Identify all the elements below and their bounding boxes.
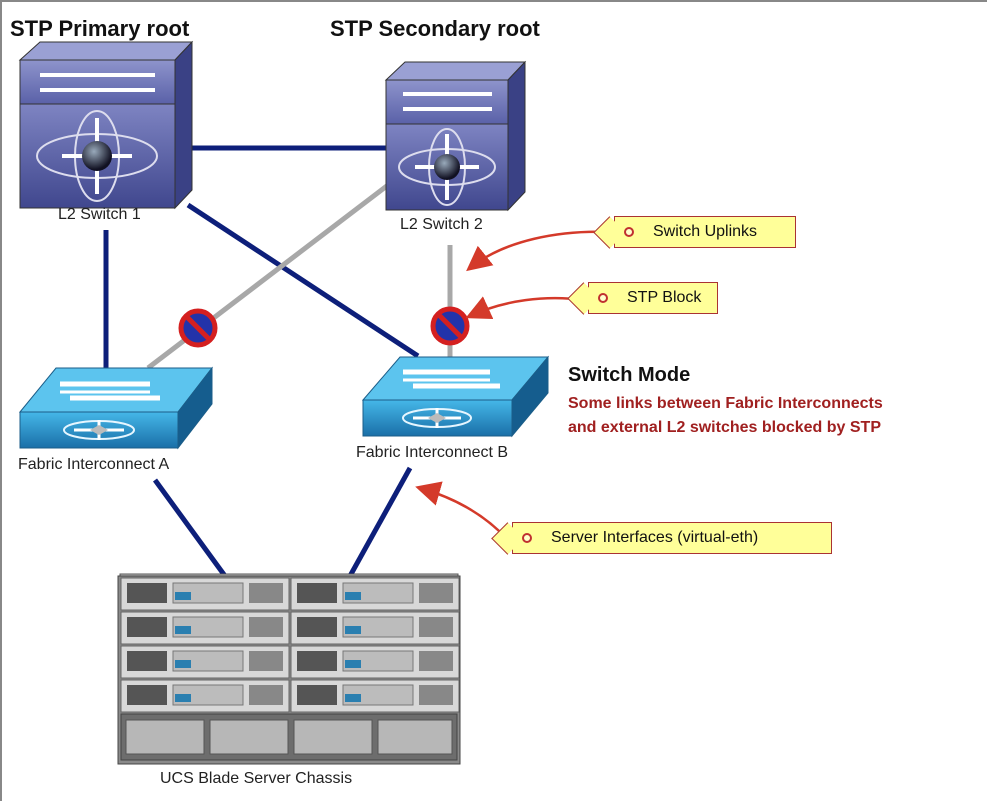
server-interfaces-callout: Server Interfaces (virtual-eth): [512, 522, 832, 554]
primary-root-heading: STP Primary root: [10, 16, 190, 41]
link-fib-chassis: [347, 466, 413, 578]
switch-uplinks-callout: Switch Uplinks: [614, 216, 796, 248]
fabric-interconnect-b-label: Fabric Interconnect B: [356, 444, 509, 461]
fabric-interconnect-a-label: Fabric Interconnect A: [18, 456, 170, 473]
link-fia-chassis: [152, 478, 228, 578]
link-sw1-fib: [186, 202, 420, 359]
stp-block-label: STP Block: [627, 289, 702, 306]
stp-block-icon-left: [178, 308, 218, 348]
tag-hole-icon: [624, 227, 634, 237]
l2-switch-1-label: L2 Switch 1: [58, 206, 141, 223]
switch-mode-desc-line2: and external L2 switches blocked by STP: [568, 419, 881, 436]
stp-block-arrow: [465, 296, 585, 320]
l2-switch-1-icon: [18, 40, 194, 210]
fabric-interconnect-a-icon: [18, 366, 214, 450]
tag-hole-icon: [598, 293, 608, 303]
tag-hole-icon: [522, 533, 532, 543]
switch-mode-title: Switch Mode: [568, 364, 691, 386]
stp-block-icon-right: [430, 306, 470, 346]
chassis-label: UCS Blade Server Chassis: [160, 770, 353, 787]
secondary-root-heading: STP Secondary root: [330, 16, 540, 41]
fabric-interconnect-b-icon: [361, 355, 550, 438]
switch-mode-desc-line1: Some links between Fabric Interconnects: [568, 395, 883, 412]
switch-uplinks-arrow: [466, 230, 611, 272]
server-interfaces-arrow: [415, 481, 509, 541]
l2-switch-2-icon: [384, 60, 527, 212]
ucs-chassis-icon: [117, 573, 461, 765]
switch-uplinks-label: Switch Uplinks: [653, 223, 758, 240]
l2-switch-2-label: L2 Switch 2: [400, 216, 483, 233]
server-interfaces-label: Server Interfaces (virtual-eth): [551, 529, 759, 546]
stp-block-callout: STP Block: [588, 282, 718, 314]
